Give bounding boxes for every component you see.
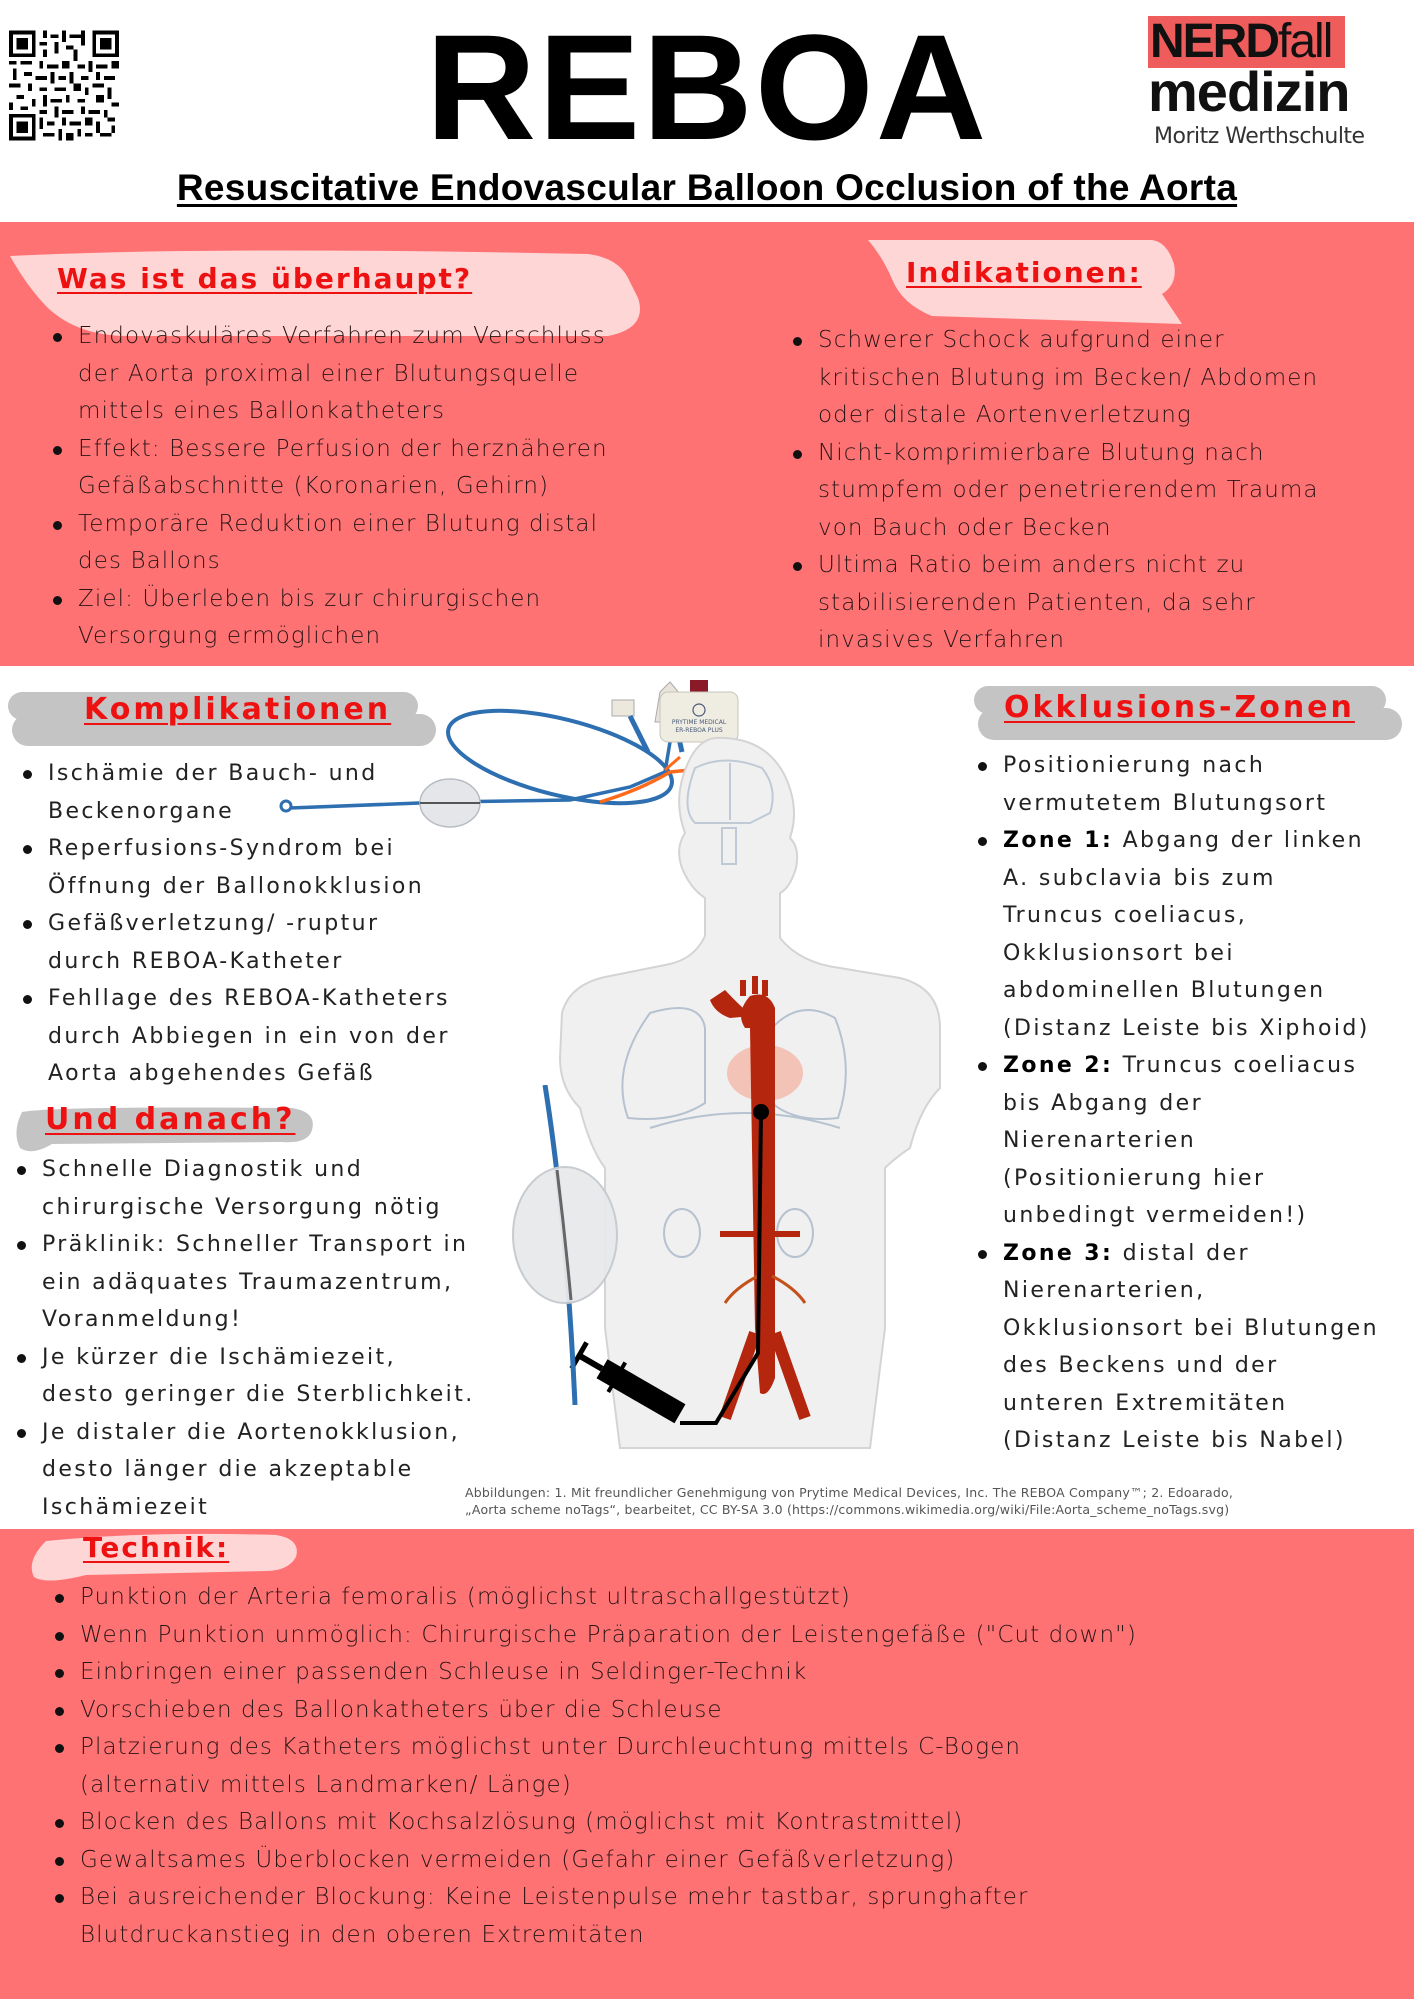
- section-heading-was-ist: Was ist das überhaupt?: [57, 262, 473, 295]
- list-item: Schnelle Diagnostik und chirurgische Ver…: [14, 1151, 514, 1226]
- section-heading-indikationen: Indikationen:: [906, 256, 1142, 289]
- brush-stroke-decoration: [31, 1533, 297, 1581]
- aorta-body-diagram: [558, 736, 941, 1449]
- list-item: Gewaltsames Überblocken vermeiden (Gefah…: [52, 1842, 1392, 1880]
- technik-list: Punktion der Arteria femoralis (möglichs…: [52, 1579, 1392, 1954]
- und-danach-list: Schnelle Diagnostik und chirurgische Ver…: [14, 1151, 514, 1526]
- brush-stroke-decoration: [868, 240, 1182, 324]
- list-item: Ischämie der Bauch- und Beckenorgane: [20, 755, 500, 830]
- list-item: Gefäßverletzung/ -ruptur durch REBOA-Kat…: [20, 905, 500, 980]
- zone-3-label: Zone 3:: [1003, 1240, 1114, 1266]
- okklusions-zonen-list: Positionierung nach vermutetem Blutungso…: [975, 747, 1414, 1460]
- logo-nerdfall: NERDfall: [1148, 16, 1346, 68]
- list-item: Vorschieben des Ballonkatheters über die…: [52, 1692, 1392, 1730]
- list-item: Blocken des Ballons mit Kochsalzlösung (…: [52, 1804, 1392, 1842]
- list-item: Je distaler die Aortenokklusion, desto l…: [14, 1414, 514, 1527]
- list-item: Reperfusions-Syndrom bei Öffnung der Bal…: [20, 830, 500, 905]
- logo-medizin: medizin: [1148, 60, 1350, 123]
- list-item: Wenn Punktion unmöglich: Chirurgische Pr…: [52, 1617, 1392, 1655]
- brush-stroke-decoration: [10, 250, 640, 336]
- brush-stroke-decoration: [8, 692, 436, 746]
- zone-2-item: Zone 2: Truncus coeliacus bis Abgang der…: [975, 1047, 1414, 1235]
- list-item: Positionierung nach vermutetem Blutungso…: [975, 747, 1414, 822]
- list-item: Ultima Ratio beim anders nicht zu stabil…: [790, 547, 1410, 660]
- svg-text:PRYTIME MEDICAL: PRYTIME MEDICAL: [672, 719, 727, 726]
- section-heading-okklusions-zonen: Okklusions-Zonen: [1004, 690, 1355, 725]
- list-item: Effekt: Bessere Perfusion der herznähere…: [50, 431, 710, 506]
- was-ist-list: Endovaskuläres Verfahren zum Verschluss …: [50, 318, 710, 656]
- poster-header: REBOA NERDfall medizin Moritz Werthschul…: [0, 0, 1414, 222]
- indikationen-list: Schwerer Schock aufgrund einer kritische…: [790, 322, 1410, 660]
- list-item: Je kürzer die Ischämiezeit, desto gering…: [14, 1339, 514, 1414]
- list-item: Punktion der Arteria femoralis (möglichs…: [52, 1579, 1392, 1617]
- list-item: Bei ausreichender Blockung: Keine Leiste…: [52, 1879, 1392, 1954]
- zone-1-label: Zone 1:: [1003, 828, 1114, 853]
- page-subtitle: Resuscitative Endovascular Balloon Occlu…: [176, 167, 1238, 208]
- list-item: Einbringen einer passenden Schleuse in S…: [52, 1654, 1392, 1692]
- section-heading-komplikationen: Komplikationen: [84, 692, 392, 727]
- list-item: Ziel: Überleben bis zur chirurgischen Ve…: [50, 581, 710, 656]
- intro-section: Was ist das überhaupt? Endovaskuläres Ve…: [0, 222, 1414, 666]
- zone-1-item: Zone 1: Abgang der linken A. subclavia b…: [975, 822, 1414, 1047]
- brush-stroke-decoration: [16, 1107, 313, 1152]
- author-name: Moritz Werthschulte: [1154, 124, 1365, 149]
- svg-text:ER-REBOA PLUS: ER-REBOA PLUS: [675, 727, 723, 734]
- balloon-closeup-illustration: [512, 1085, 618, 1405]
- qr-code-icon[interactable]: [9, 12, 119, 159]
- page-title: REBOA: [425, 3, 989, 171]
- section-heading-technik: Technik:: [83, 1531, 230, 1564]
- section-heading-und-danach: Und danach?: [45, 1102, 296, 1137]
- syringe-icon: [569, 1341, 686, 1424]
- komplikationen-list: Ischämie der Bauch- und Beckenorgane Rep…: [20, 755, 500, 1093]
- technik-section: Technik: Punktion der Arteria femoralis …: [0, 1529, 1414, 1999]
- list-item: Temporäre Reduktion einer Blutung distal…: [50, 506, 710, 581]
- list-item: Nicht-komprimierbare Blutung nach stumpf…: [790, 435, 1410, 548]
- image-credits: Abbildungen: 1. Mit freundlicher Genehmi…: [465, 1485, 1233, 1517]
- list-item: Endovaskuläres Verfahren zum Verschluss …: [50, 318, 710, 431]
- list-item: Fehllage des REBOA-Katheters durch Abbie…: [20, 980, 500, 1093]
- list-item: Schwerer Schock aufgrund einer kritische…: [790, 322, 1410, 435]
- zone-3-item: Zone 3: distal der Nierenarterien, Okklu…: [975, 1235, 1414, 1460]
- reboa-catheter-illustration: PRYTIME MEDICAL ER-REBOA PLUS: [279, 680, 739, 828]
- catheter-tag: [659, 691, 739, 743]
- zone-2-label: Zone 2:: [1003, 1053, 1114, 1078]
- list-item: Präklinik: Schneller Transport in ein ad…: [14, 1226, 514, 1339]
- brush-stroke-decoration: [974, 686, 1402, 740]
- list-item: Platzierung des Katheters möglichst unte…: [52, 1729, 1392, 1804]
- nerdfall-medizin-logo: NERDfall medizin Moritz Werthschulte: [1148, 16, 1408, 149]
